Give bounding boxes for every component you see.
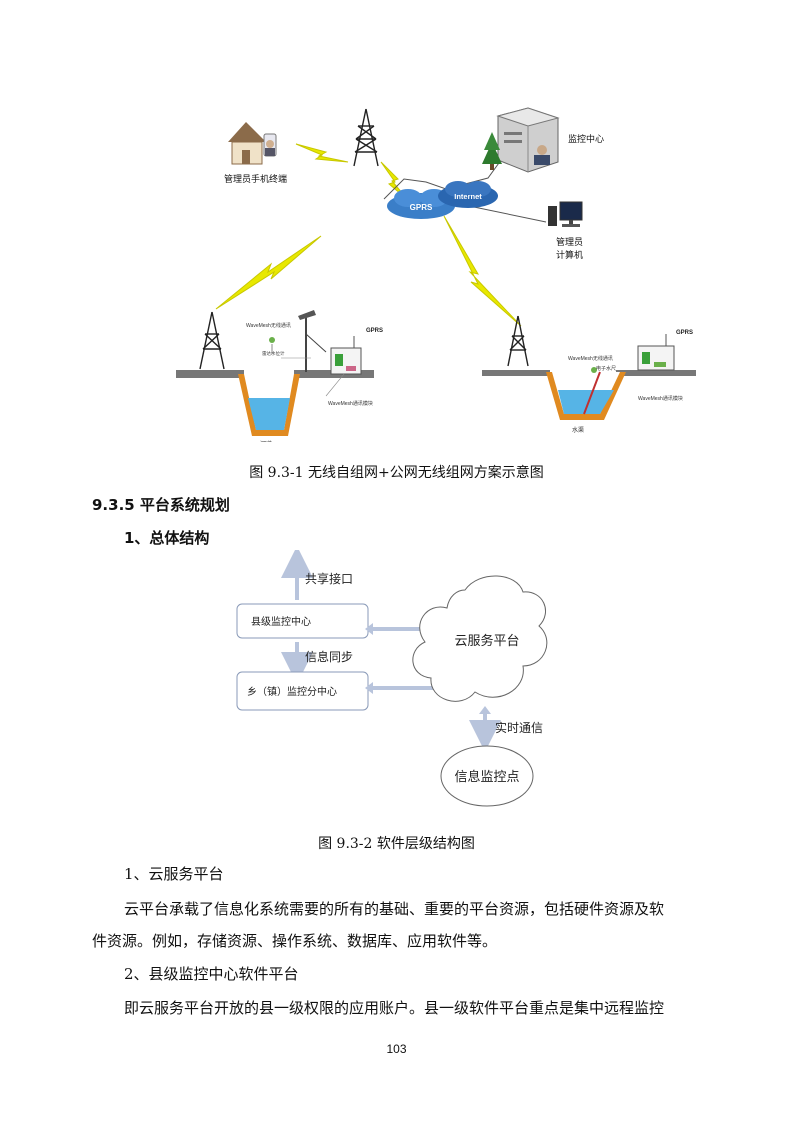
svg-text:GPRS: GPRS [410, 203, 433, 212]
monitor-point-ellipse [440, 745, 534, 807]
tree-icon [482, 132, 502, 170]
svg-text:云服务平台: 云服务平台 [454, 633, 519, 648]
monitor-center-label: 监控中心 [568, 133, 604, 144]
cloud-platform-shape: 云服务平台 [412, 575, 548, 702]
canal-label: 水渠 [572, 426, 584, 434]
tower-icon [353, 108, 379, 167]
left-station: WaveMesh无线通讯 雷达水位计 GPRS WaveMesh通讯模块 河道 [176, 310, 383, 448]
internet-cloud-icon: Internet [438, 181, 498, 208]
electronic-gauge-label: 电子水尺 [596, 365, 616, 372]
tower-icon [199, 311, 225, 370]
svg-text:Internet: Internet [454, 192, 482, 201]
section-heading: 9.3.5 平台系统规划 [92, 496, 230, 514]
township-center-box [236, 671, 369, 711]
software-hierarchy-diagram: 共享接口 县级监控中心 信息同步 乡（镇）监控分中心 云服务平台 实时通信 信息… [217, 546, 548, 820]
item1-text-line2: 件资源。例如，存储资源、操作系统、数据库、应用软件等。 [92, 932, 498, 950]
svg-text:乡（镇）监控分中心: 乡（镇）监控分中心 [247, 685, 337, 698]
tower-icon [507, 315, 529, 367]
wireless-bolt [295, 143, 349, 163]
river-label: 河道 [260, 440, 272, 442]
water-gauge-label: 雷达水位计 [262, 350, 285, 357]
right-station: WaveMesh无线通讯 电子水尺 GPRS WaveMesh通讯模块 水渠 [482, 315, 696, 434]
item1-text-line1: 云平台承载了信息化系统需要的所有的基础、重要的平台资源，包括硬件资源及软 [124, 900, 665, 918]
county-center-box [236, 603, 369, 639]
server-icon [496, 107, 560, 173]
admin-pc-label-1: 管理员 [556, 236, 583, 247]
subsection-heading: 1、总体结构 [124, 529, 210, 547]
computer-icon [548, 201, 583, 227]
sync-label: 信息同步 [305, 649, 353, 664]
wireless-bolt [215, 235, 322, 310]
gprs-right-label: GPRS [676, 330, 693, 336]
wavemesh-left-top-label: WaveMesh无线通讯 [246, 322, 291, 329]
wireless-bolt [443, 215, 522, 327]
admin-phone-label: 管理员手机终端 [224, 173, 287, 184]
item2-title: 2、县级监控中心软件平台 [124, 965, 299, 983]
gprs-left-label: GPRS [366, 328, 383, 334]
page-number: 103 [386, 1042, 407, 1056]
network-diagram: 管理员手机终端 监控中心 GPRS [176, 104, 699, 448]
share-interface-label: 共享接口 [305, 571, 353, 586]
svg-text:县级监控中心: 县级监控中心 [251, 615, 311, 628]
figure1-caption: 图 9.3-1 无线自组网+公网无线组网方案示意图 [249, 465, 544, 481]
svg-text:信息监控点: 信息监控点 [454, 769, 519, 784]
realtime-label: 实时通信 [495, 720, 543, 735]
wavemesh-left-bottom-label: WaveMesh通讯模块 [328, 400, 373, 407]
item1-title: 1、云服务平台 [124, 865, 224, 883]
house-icon [228, 122, 277, 165]
figure2-caption: 图 9.3-2 软件层级结构图 [318, 836, 475, 852]
wavemesh-right-bottom-label: WaveMesh通讯模块 [638, 395, 683, 402]
wavemesh-right-top-label: WaveMesh无线通讯 [568, 355, 613, 362]
item2-text: 即云服务平台开放的县一级权限的应用账户。县一级软件平台重点是集中远程监控 [124, 999, 665, 1017]
admin-pc-label-2: 计算机 [556, 249, 583, 260]
